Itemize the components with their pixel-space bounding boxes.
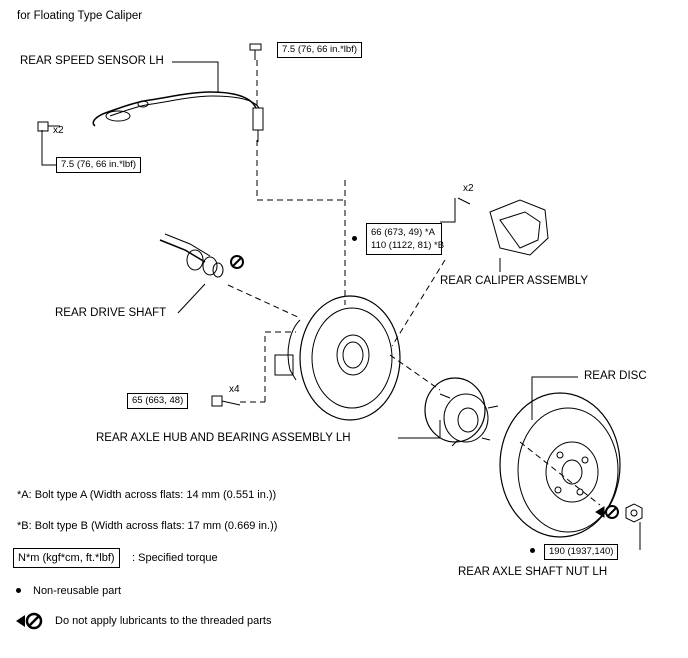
label-rear-axle-shaft-nut: REAR AXLE SHAFT NUT LH (458, 566, 608, 578)
label-rear-drive-shaft: REAR DRIVE SHAFT (55, 307, 167, 319)
torque-sensor-left: 7.5 (76, 66 in.*lbf) (56, 157, 141, 173)
torque-hub: 65 (663, 48) (127, 393, 189, 409)
leader-drive-shaft (177, 283, 206, 314)
sensor-harness (92, 91, 257, 127)
label-rear-axle-hub: REAR AXLE HUB AND BEARING ASSEMBLY LH (96, 432, 351, 444)
torque-caliper-b: 110 (1122, 81) *B (371, 240, 445, 251)
dash-drive-shaft (227, 284, 301, 319)
torque-caliper: 66 (673, 49) *A 110 (1122, 81) *B (366, 223, 445, 255)
non-reusable-dot-nut (530, 548, 535, 553)
label-rear-caliper: REAR CALIPER ASSEMBLY (440, 275, 589, 287)
dash-nut (519, 441, 601, 506)
count-caliper-bolts: x2 (463, 183, 474, 194)
note-bolt-type-b: *B: Bolt type B (Width across flats: 17 … (17, 520, 278, 532)
legend-torque-desc: : Specified torque (132, 552, 218, 564)
note-bolt-type-a: *A: Bolt type A (Width across flats: 14 … (17, 489, 277, 501)
backing-plate (299, 295, 401, 421)
label-rear-speed-sensor: REAR SPEED SENSOR LH (20, 55, 164, 67)
torque-nut: 190 (1937,140) (544, 544, 619, 560)
label-rear-disc: REAR DISC (584, 370, 647, 382)
legend-torque-box: N*m (kgf*cm, ft.*lbf) (13, 548, 120, 568)
torque-sensor-top: 7.5 (76, 66 in.*lbf) (277, 42, 362, 58)
legend-non-reusable-dot (16, 588, 21, 593)
leader-sensor-left (41, 130, 56, 166)
dash-caliper (391, 259, 446, 347)
no-lube-symbol-nut (605, 505, 619, 519)
non-reusable-dot-caliper (352, 236, 357, 241)
leader-sensor (172, 61, 219, 92)
nut-shape (625, 503, 643, 523)
disc (499, 392, 621, 538)
no-lube-symbol-shaft (230, 255, 244, 269)
legend-non-reusable: Non-reusable part (33, 585, 122, 597)
count-hub-bolts: x4 (229, 384, 240, 395)
legend-no-lube-icon (16, 612, 43, 630)
leader-hub (398, 420, 441, 439)
leader-disc (531, 376, 578, 420)
caliper-body (489, 199, 549, 256)
count-sensor-bolts: x2 (53, 125, 64, 136)
legend-no-lube: Do not apply lubricants to the threaded … (55, 615, 272, 627)
torque-caliper-a: 66 (673, 49) *A (371, 227, 435, 238)
page-header: for Floating Type Caliper (17, 10, 143, 22)
hub (424, 377, 486, 443)
leader-caliper (440, 198, 456, 223)
